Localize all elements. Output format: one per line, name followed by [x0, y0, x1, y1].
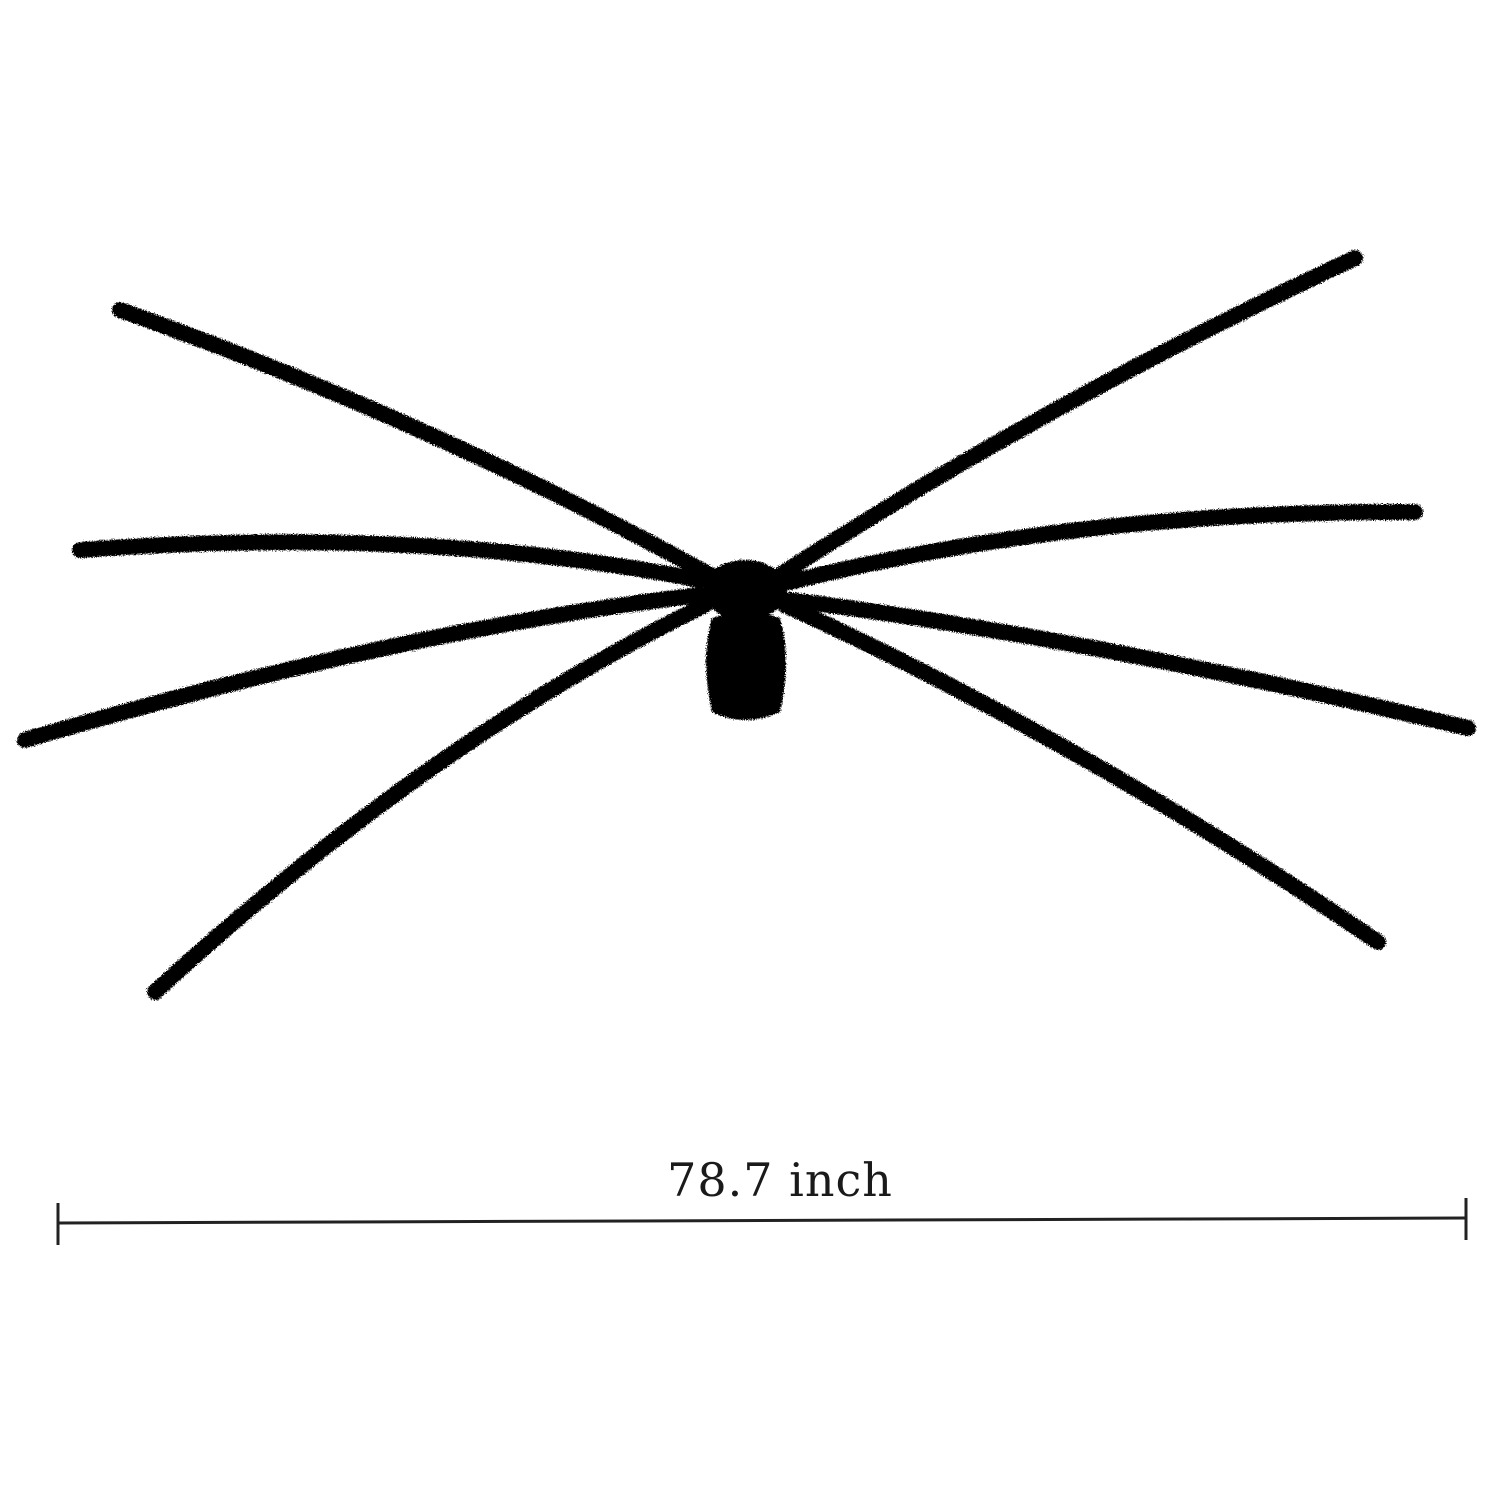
- spider-leg-right-3: [782, 592, 1476, 736]
- spider-leg-right-2: [782, 503, 1423, 590]
- spider-icon: [17, 250, 1476, 1000]
- spider-leg-right-1: [772, 250, 1363, 583]
- spider-leg-left-2: [72, 534, 708, 588]
- dimension-line-main: [57, 1216, 1467, 1225]
- spider-leg-left-1: [112, 302, 718, 583]
- dimension-line: [56, 1198, 1468, 1245]
- spider-head: [703, 560, 787, 620]
- spider-leg-right-4: [777, 597, 1386, 950]
- spider-abdomen: [706, 612, 786, 720]
- spider-leg-left-3: [17, 587, 708, 748]
- spider-leg-left-4: [147, 597, 713, 1000]
- spider-body: [703, 560, 787, 720]
